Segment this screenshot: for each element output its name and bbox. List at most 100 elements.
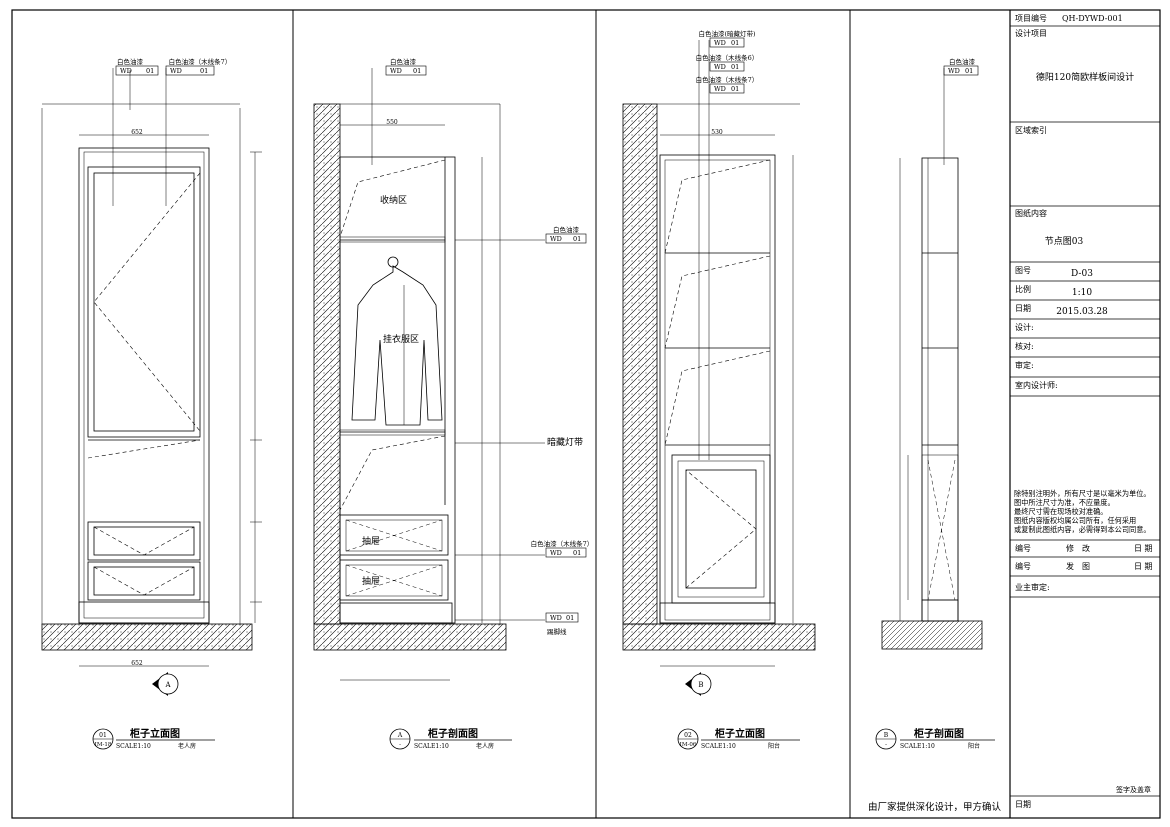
section-marker-label: B (698, 681, 703, 689)
view-ref-bottom: - (885, 742, 887, 748)
callout-wd: WD (714, 39, 726, 47)
callout-white-paint-hidden-light: 白色油漆(暗藏灯带) (698, 29, 756, 38)
callout-wd-no: 01 (200, 67, 208, 75)
callout-white-paint-molding: 白色油漆（木线条7） (169, 57, 232, 66)
zone-drawer-1: 抽屉 (362, 535, 380, 547)
footer-note: 由厂家提供深化设计，甲方确认 (868, 801, 1002, 813)
callout-wd: WD (550, 235, 562, 243)
view-room: 阳台 (768, 742, 780, 750)
callout-wd-no: 01 (965, 67, 973, 75)
dim-label: 530 (711, 129, 723, 136)
callout-wd: WD (550, 614, 562, 622)
tb-design-item-label: 设计项目 (1015, 28, 1047, 38)
callout-wd-no: 01 (731, 63, 739, 71)
zone-hanging: 挂衣服区 (383, 333, 419, 345)
tb-project-no-label: 项目编号 (1015, 13, 1047, 23)
callout-wd-no: 01 (146, 67, 154, 75)
view-ref-top: 01 (99, 732, 107, 739)
section-marker-a: A (152, 672, 179, 696)
tb-rev-label: 修 改 (1066, 543, 1090, 553)
callout-wd-no: 01 (413, 67, 421, 75)
callout-wd: WD (948, 67, 960, 75)
section-marker-label: A (164, 681, 171, 689)
tb-area-index-label: 区域索引 (1015, 125, 1047, 135)
callout-white-paint-molding: 白色油漆（木线条7） (531, 539, 594, 548)
view-scale: SCALE1:10 (414, 743, 449, 750)
view-room: 老人房 (476, 742, 494, 750)
callout-wd-no: 01 (731, 85, 739, 93)
view-title-4: B - 柜子剖面图 SCALE1:10 阳台 (875, 727, 995, 750)
tb-content-label: 图纸内容 (1015, 208, 1047, 218)
zone-hidden-light: 暗藏灯带 (547, 436, 583, 448)
floor-hatch (881, 620, 983, 650)
tb-issue-label: 发 图 (1066, 561, 1090, 571)
callout-wd-no: 01 (573, 235, 581, 243)
view-ref-top: 02 (684, 732, 692, 739)
section-marker-b: B (685, 672, 712, 696)
tb-interior-designer-label: 室内设计师: (1015, 380, 1058, 390)
view-section-1 (313, 68, 545, 681)
view-ref-top: A (397, 732, 403, 739)
tb-scale-label: 比例 (1015, 284, 1031, 294)
tb-design-item: 德阳120简欧样板间设计 (1036, 71, 1134, 83)
view-elevation-1 (41, 68, 262, 667)
tb-scale: 1:10 (1072, 288, 1092, 298)
floor-hatch (41, 623, 253, 651)
zone-storage: 收纳区 (380, 194, 407, 206)
tb-bottom-date-label: 日期 (1015, 800, 1031, 809)
tb-notes: 除特别注明外，所有尺寸是以毫米为单位。 图中所注尺寸为准，不应量度。 最终尺寸需… (1014, 489, 1151, 534)
view-elevation-2 (622, 40, 800, 667)
sheet-frame (11, 9, 1161, 819)
view-ref-top: B (884, 732, 889, 739)
title-block (1010, 25, 1160, 797)
tb-drawing-no-label: 图号 (1015, 266, 1031, 275)
callout-group: 白色油漆(暗藏灯带) WD 01 白色油漆（木线条6） WD 01 白色油漆（木… (696, 29, 759, 94)
view-scale: SCALE1:10 (900, 743, 935, 750)
callout-wd-no: 01 (731, 39, 739, 47)
tb-note-line: 除特别注明外，所有尺寸是以毫米为单位。 (1014, 489, 1151, 498)
view-section-2 (899, 68, 959, 622)
tb-owner-label: 业主审定: (1015, 582, 1050, 592)
floor-hatch (622, 623, 816, 651)
view-scale: SCALE1:10 (701, 743, 736, 750)
tb-design-label: 设计: (1015, 322, 1034, 332)
callout-white-paint-molding: 白色油漆（木线条7） (696, 75, 759, 84)
tb-content: 节点图03 (1045, 236, 1084, 247)
callout-wd: WD (390, 67, 402, 75)
callout-group: 白色油漆 WD 01 白色油漆 WD 01 白色油漆（木线条7） WD 01 W… (385, 57, 594, 623)
tb-issue-no-label: 编号 (1015, 561, 1031, 571)
view-room: 老人房 (178, 742, 196, 750)
tb-note-line: 最终尺寸需在现场校对准确。 (1014, 507, 1107, 516)
dim-label: 550 (386, 119, 398, 126)
callout-wd: WD (550, 549, 562, 557)
view-title-3: 02 IM-06 柜子立面图 SCALE1:10 阳台 (677, 727, 800, 750)
view-ref-bottom: - (399, 742, 401, 748)
view-ref-bottom: IM-06 (680, 742, 697, 748)
tb-issue-date-label: 日 期 (1134, 562, 1153, 571)
callout-white-paint: 白色油漆 (390, 57, 417, 66)
tb-rev-no-label: 编号 (1015, 543, 1031, 553)
tb-project-no: QH-DYWD-001 (1062, 14, 1123, 23)
view-title: 柜子立面图 (714, 727, 765, 740)
tb-date-label: 日期 (1015, 304, 1031, 313)
view-title: 柜子剖面图 (427, 727, 478, 740)
tb-note-line: 或复制此图纸内容，必需得到本公司同意。 (1014, 525, 1151, 534)
callout-wd-no: 01 (573, 549, 581, 557)
callout-white-paint: 白色油漆 (117, 57, 144, 66)
callout-wd: WD (714, 85, 726, 93)
callout-wd: WD (714, 63, 726, 71)
tb-check-label: 核对: (1015, 341, 1034, 351)
zone-labels: 收纳区 挂衣服区 抽屉 抽屉 暗藏灯带 踢脚线 (362, 194, 583, 636)
view-title: 柜子剖面图 (913, 727, 964, 740)
tb-sign-label: 签字及盖章 (1116, 785, 1151, 794)
callout-white-paint-molding6: 白色油漆（木线条6） (696, 53, 759, 62)
view-scale: SCALE1:10 (116, 743, 151, 750)
floor-hatch (313, 623, 507, 651)
view-title: 柜子立面图 (129, 727, 180, 740)
tb-date: 2015.03.28 (1056, 307, 1108, 317)
callout-wd: WD (170, 67, 182, 75)
tb-note-line: 图中所注尺寸为准，不应量度。 (1014, 498, 1115, 507)
title-block-text: 项目编号 QH-DYWD-001 设计项目 德阳120简欧样板间设计 区域索引 … (1014, 13, 1153, 809)
dim-label: 652 (131, 129, 143, 136)
tb-drawing-no: D-03 (1071, 269, 1093, 279)
